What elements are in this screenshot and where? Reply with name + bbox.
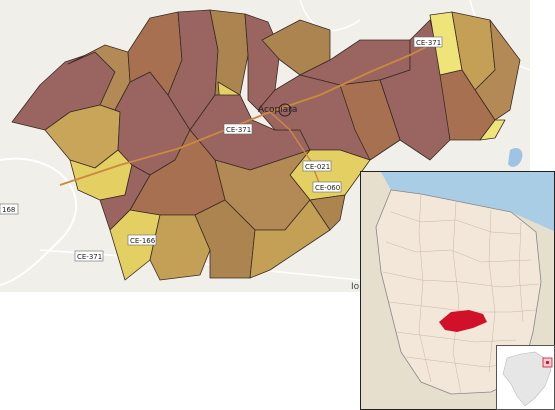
road-shield-ce371-center: CE-371 [223, 123, 253, 135]
district-se-2 [309, 194, 346, 231]
sea [381, 172, 554, 232]
map-fragment-label: Io [351, 282, 360, 292]
district-east-bright [479, 119, 506, 141]
highway-ce021 [269, 111, 321, 186]
svg-text:CE-021: CE-021 [305, 163, 330, 171]
road-shield-168: 168 [0, 203, 19, 215]
road-shield-ce166: CE-166 [127, 234, 157, 246]
road-shield-ce371-sw: CE-371 [74, 250, 104, 262]
inset-state-map [360, 171, 555, 410]
road-shield-ce021: CE-021 [302, 160, 332, 172]
district-east-light [339, 79, 401, 161]
city-marker [278, 103, 292, 117]
water-feature [508, 147, 523, 167]
location-dot [545, 360, 550, 365]
svg-text:CE-371: CE-371 [77, 253, 102, 261]
svg-text:CE-166: CE-166 [130, 237, 156, 245]
inset-country-map [496, 345, 555, 410]
city-label: Acopiara [258, 105, 297, 115]
highlighted-municipality [439, 310, 487, 332]
svg-text:CE-371: CE-371 [416, 39, 441, 47]
district-regions [11, 9, 521, 281]
svg-text:168: 168 [2, 206, 15, 214]
main-map: Acopiara Io CE-371 CE-371 CE-021 CE-060 … [0, 0, 530, 292]
country-outline [502, 351, 552, 407]
inset-state-svg [361, 172, 554, 409]
road-shield-ce371-ne: CE-371 [413, 36, 443, 48]
inset-country-svg [502, 351, 553, 407]
road-shield-ce060: CE-060 [312, 181, 342, 193]
svg-text:CE-371: CE-371 [226, 126, 251, 134]
minor-road [0, 157, 78, 286]
district-south-4 [249, 199, 331, 279]
svg-text:CE-060: CE-060 [315, 184, 340, 192]
